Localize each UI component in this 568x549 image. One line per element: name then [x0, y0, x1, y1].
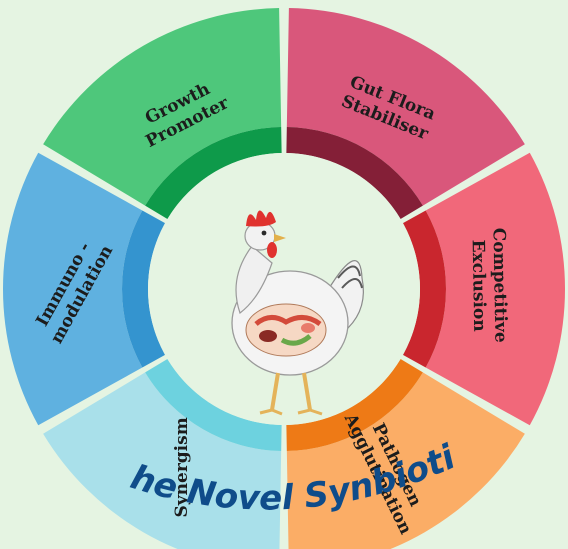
segment-immuno: Immuno -modulation	[2, 152, 166, 426]
segment-outer-band	[43, 8, 282, 206]
segment-label-line: Competitive	[488, 228, 510, 343]
chicken-illustration	[231, 210, 364, 416]
segment-pathogen: PathogenAgglutination	[286, 359, 525, 549]
segment-competitive: CompetitiveExclusion	[402, 152, 565, 426]
segment-growth: GrowthPromoter	[43, 8, 282, 219]
segment-inner-band	[286, 127, 423, 219]
segment-synergism: Synergism	[43, 359, 282, 549]
segment-outer-band	[2, 152, 143, 426]
segment-outer-band	[425, 152, 565, 426]
segment-inner-band	[145, 359, 282, 451]
segment-outer-band	[43, 372, 282, 549]
segment-inner-band	[286, 359, 423, 451]
segment-outer-band	[286, 8, 525, 206]
segment-outer-band	[286, 372, 525, 549]
segment-label-line: Exclusion	[468, 239, 490, 331]
segment-inner-band	[402, 210, 446, 368]
segment-inner-band	[122, 210, 166, 368]
segment-gut: Gut FloraStabiliser	[286, 8, 525, 219]
segment-label: CompetitiveExclusion	[467, 228, 510, 344]
segment-label-line: Synergism	[172, 417, 192, 517]
segment-inner-band	[145, 127, 282, 219]
segment-label: Synergism	[172, 417, 192, 517]
